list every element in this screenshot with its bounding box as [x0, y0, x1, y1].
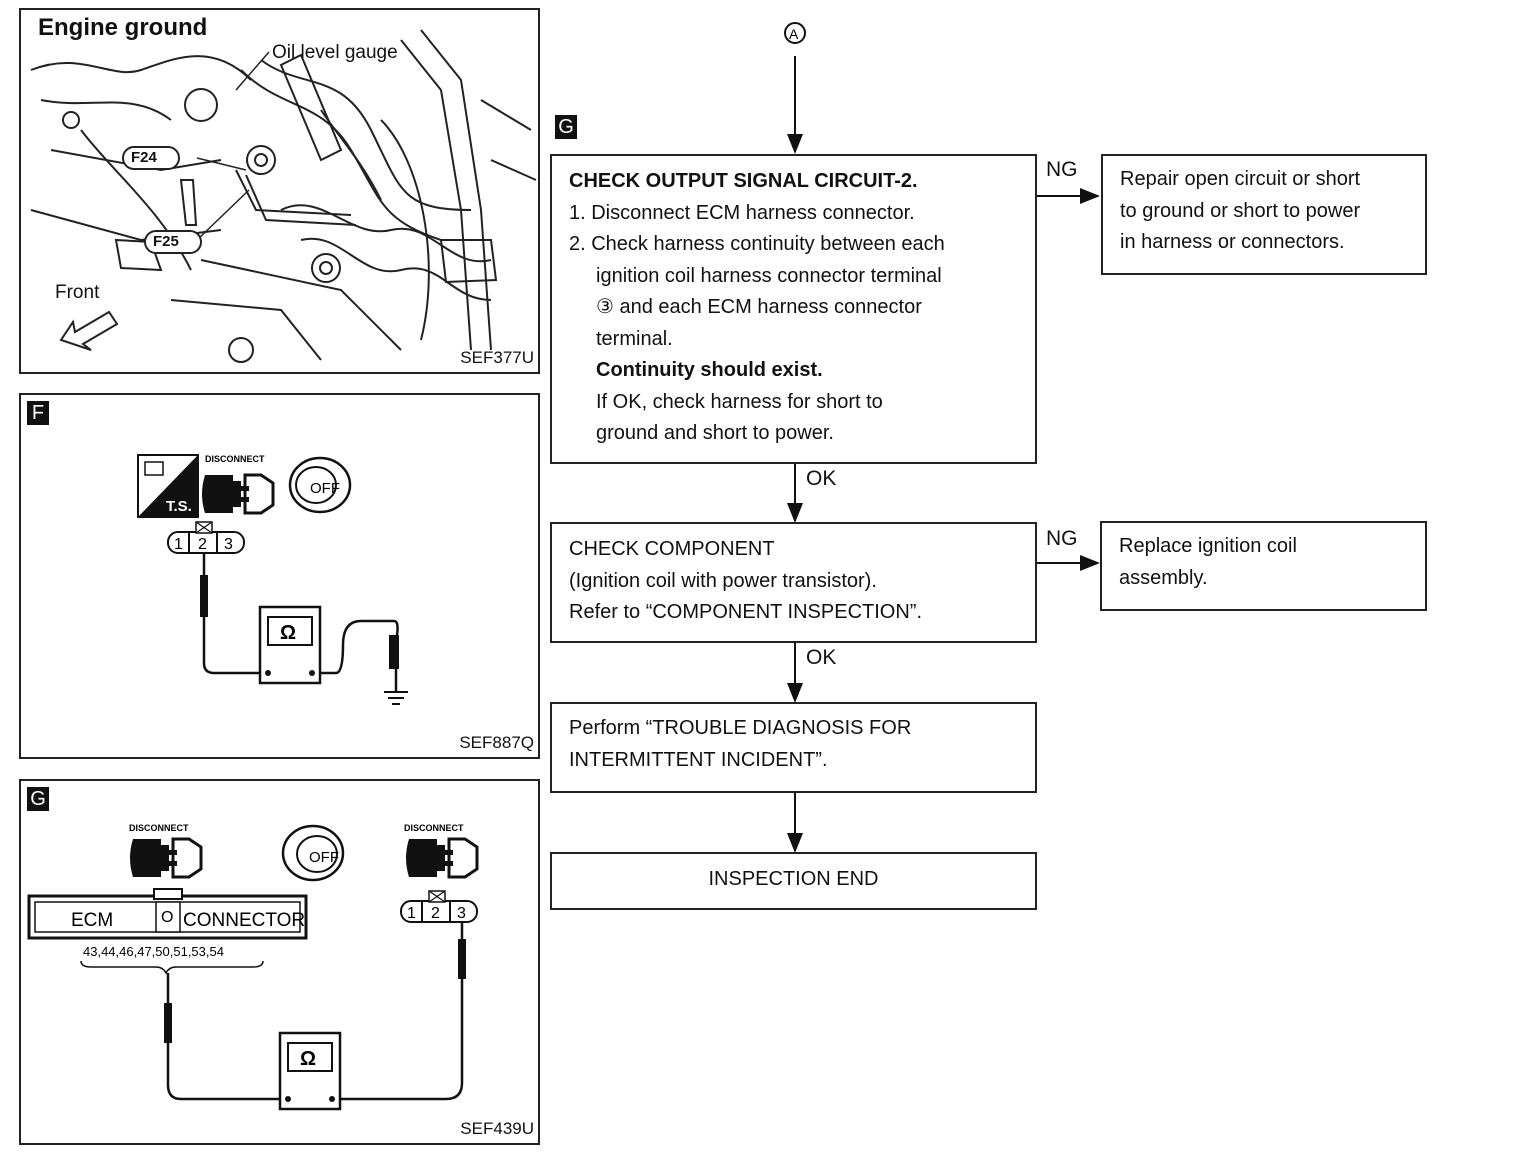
entry-connector-symbol: [784, 22, 806, 44]
ecm-label: ECM: [71, 910, 113, 931]
figure-code: SEF377U: [460, 348, 534, 367]
repair-line: Repair open circuit or short: [1120, 168, 1361, 190]
disconnect-label-ecm: DISCONNECT: [129, 823, 189, 833]
figure-tag-f: F: [27, 401, 49, 425]
ground-icon: [384, 691, 408, 705]
coil-connector-f: 1 2 3: [167, 521, 245, 554]
check-component-box: CHECK COMPONENT (Ignition coil with powe…: [550, 522, 1037, 643]
ignition-off-icon-g: OFF: [281, 824, 345, 882]
svg-text:2: 2: [198, 536, 207, 553]
check1-line: If OK, check harness for short to: [596, 390, 883, 413]
ignition-off-icon: OFF: [288, 456, 352, 514]
figure-g-panel: G DISCONNECT OFF DISCONNECT: [19, 779, 540, 1145]
front-label: Front: [55, 282, 100, 303]
disconnect-label-coil: DISCONNECT: [404, 823, 464, 833]
engine-ground-figure: Engine ground Oil level gauge F24 F25 Fr…: [19, 8, 540, 374]
figure-code: SEF887Q: [459, 733, 534, 752]
check1-criterion: Continuity should exist.: [596, 359, 823, 381]
ng-label: NG: [1046, 158, 1078, 181]
svg-text:Ω: Ω: [300, 1048, 316, 1070]
ignition-off-label: OFF: [310, 480, 340, 497]
flow-step-tag: G: [555, 115, 577, 139]
figure-title: Engine ground: [38, 14, 208, 41]
check-output-signal-box: CHECK OUTPUT SIGNAL CIRCUIT-2. 1. Discon…: [550, 154, 1037, 464]
check1-line: terminal.: [596, 327, 673, 350]
ng-label: NG: [1046, 527, 1078, 550]
perform-line: Perform “TROUBLE DIAGNOSIS FOR: [569, 717, 912, 739]
svg-text:O: O: [161, 909, 173, 926]
connector-label-f25: F25: [153, 233, 179, 250]
svg-text:Ω: Ω: [280, 622, 296, 644]
svg-text:1: 1: [174, 536, 183, 553]
oil-level-gauge-label: Oil level gauge: [272, 42, 398, 63]
figure-g-circuit: DISCONNECT OFF DISCONNECT: [27, 823, 479, 1111]
ecm-terminals: 43,44,46,47,50,51,53,54: [83, 944, 224, 959]
inspection-end-label: INSPECTION END: [708, 868, 879, 890]
disconnect-connector-icon-coil: [406, 837, 479, 879]
check2-line: CHECK COMPONENT: [569, 538, 775, 560]
front-arrow-icon: [59, 310, 119, 351]
ok-label: OK: [806, 646, 837, 669]
replace-coil-box: Replace ignition coil assembly.: [1100, 521, 1427, 611]
connector-label: CONNECTOR: [183, 910, 305, 931]
connector-label-f24: F24: [131, 149, 157, 166]
repair-line: to ground or short to power: [1120, 199, 1361, 222]
coil-connector-g: 1 2 3: [400, 890, 478, 923]
perform-line: INTERMITTENT INCIDENT”.: [569, 748, 828, 771]
check1-line: ignition coil harness connector terminal: [596, 264, 942, 287]
repair-line: in harness or connectors.: [1120, 231, 1345, 253]
svg-text:3: 3: [224, 536, 233, 553]
ohmmeter-icon-g: Ω: [278, 1031, 342, 1111]
replace-line: Replace ignition coil: [1119, 535, 1297, 557]
check1-line: 2. Check harness continuity between each: [569, 233, 945, 255]
inspection-end-box: INSPECTION END: [550, 852, 1037, 910]
svg-text:3: 3: [457, 905, 466, 922]
svg-text:OFF: OFF: [309, 849, 339, 866]
check1-title: CHECK OUTPUT SIGNAL CIRCUIT-2.: [569, 170, 918, 192]
figure-code: SEF439U: [460, 1119, 534, 1138]
disconnect-connector-icon: [202, 473, 275, 515]
figure-tag-g: G: [27, 787, 49, 811]
check1-line: ground and short to power.: [596, 422, 834, 444]
figure-f-panel: F T.S. DISCONNECT OFF: [19, 393, 540, 759]
ohmmeter-icon-f: Ω: [258, 605, 322, 685]
disconnect-connector-icon-ecm: [130, 837, 203, 879]
ts-label: T.S.: [166, 498, 192, 515]
svg-text:A: A: [789, 26, 799, 42]
check2-line: (Ignition coil with power transistor).: [569, 569, 877, 592]
disconnect-label-f: DISCONNECT: [205, 454, 265, 464]
svg-text:1: 1: [407, 905, 416, 922]
svg-text:2: 2: [431, 905, 440, 922]
ok-label: OK: [806, 467, 837, 490]
figure-f-circuit: T.S. DISCONNECT OFF 1 2 3: [137, 454, 408, 705]
perform-diagnosis-box: Perform “TROUBLE DIAGNOSIS FOR INTERMITT…: [550, 702, 1037, 793]
replace-line: assembly.: [1119, 566, 1208, 589]
ts-icon: T.S.: [137, 454, 199, 518]
ecm-connector: ECM O CONNECTOR 43,44,46,47,50,51,53,54: [27, 888, 308, 975]
check1-line: ③ and each ECM harness connector: [596, 296, 922, 318]
check2-line: Refer to “COMPONENT INSPECTION”.: [569, 601, 923, 623]
engine-bay-drawing: [30, 29, 537, 363]
check1-line: 1. Disconnect ECM harness connector.: [569, 201, 915, 224]
repair-box: Repair open circuit or short to ground o…: [1101, 154, 1427, 275]
